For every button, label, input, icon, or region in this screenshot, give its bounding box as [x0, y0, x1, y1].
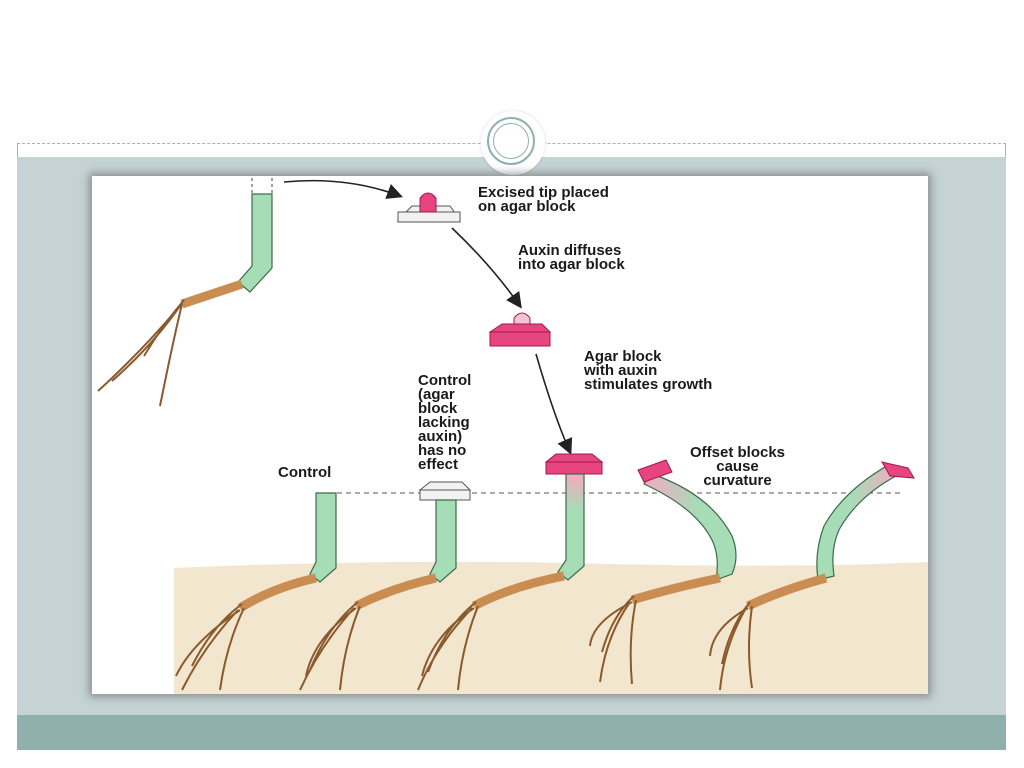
control-stem [309, 492, 337, 583]
offset-block-stem-left [637, 459, 737, 581]
ornament-ring-inner [493, 123, 529, 159]
footer-band [17, 715, 1006, 750]
excised-coleoptile [97, 178, 273, 407]
roots-auxin-block [417, 571, 565, 691]
auxin-experiment-figure: Excised tip placed on agar block Auxin d… [92, 176, 928, 694]
diagram-svg [97, 178, 928, 694]
circle-ornament-icon [481, 111, 545, 175]
plain-block-stem [418, 481, 472, 583]
ornament-ring [487, 117, 535, 165]
soil-layer [174, 561, 928, 694]
auxin-block-stem [544, 453, 604, 581]
arrow-auxin-block-to-stem [535, 353, 573, 455]
agar-block-with-tip [396, 192, 461, 223]
agar-block-with-auxin [488, 312, 552, 347]
offset-block-stem-right [816, 461, 915, 581]
label-auxin-diffuses: Auxin diffuses into agar block [518, 242, 625, 273]
label-control-lacking-auxin: Control (agar block lacking auxin) has n… [418, 372, 472, 473]
roots-plain-block [299, 573, 437, 691]
label-excised-tip: Excised tip placed on agar block [478, 184, 609, 215]
label-control: Control [278, 464, 332, 481]
arrow-block-to-auxin-block [451, 227, 522, 309]
arrow-tip-to-block [283, 179, 403, 199]
roots-offset-right [709, 573, 828, 691]
label-offset-blocks: Offset blocks cause curvature [690, 444, 786, 489]
roots-offset-left [589, 573, 721, 685]
label-agar-with-auxin: Agar block with auxin stimulates growth [584, 348, 713, 393]
roots-control [175, 573, 317, 691]
